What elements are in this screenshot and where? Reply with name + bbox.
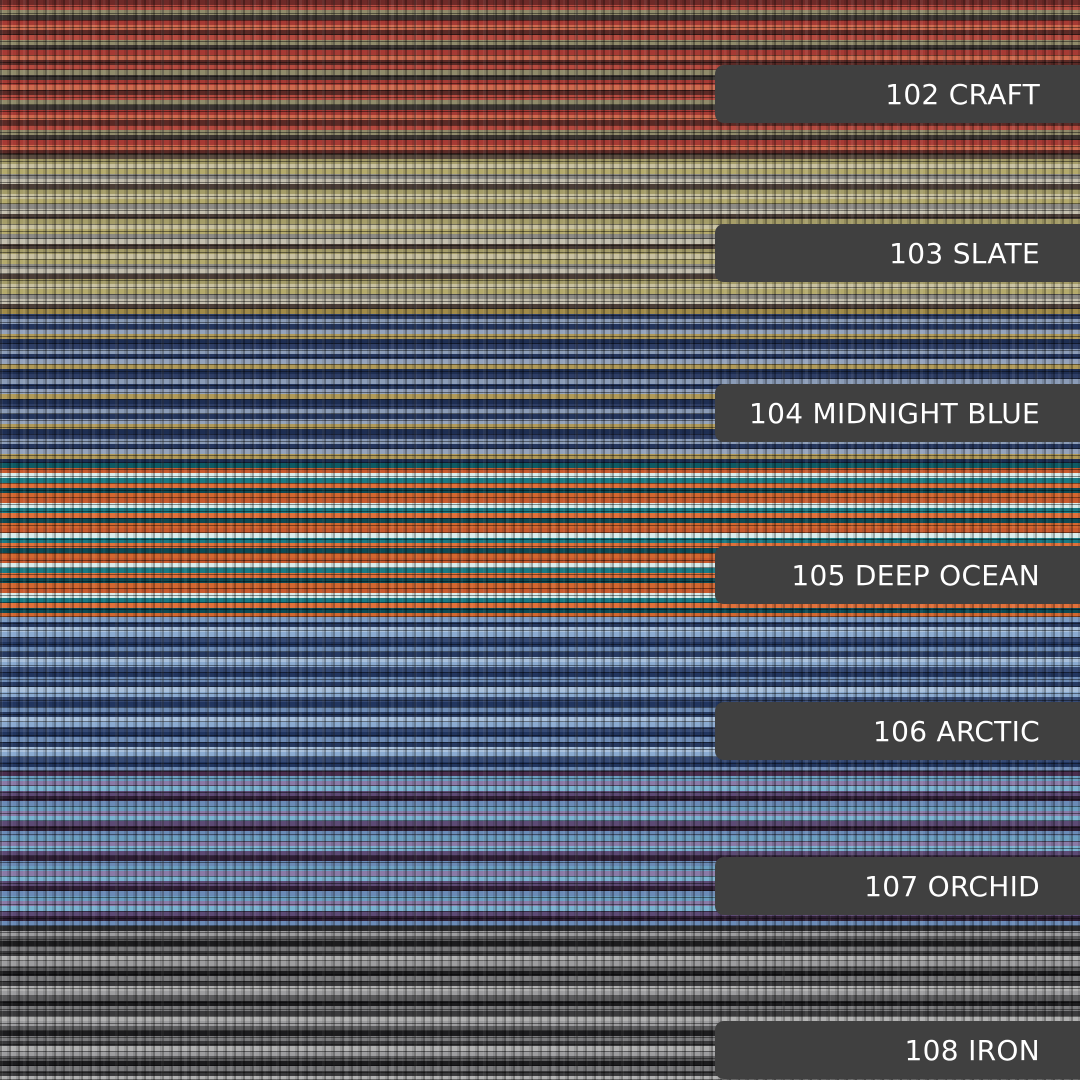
swatch-label-deep-ocean: 105 DEEP OCEAN bbox=[715, 546, 1080, 604]
swatch-label-arctic: 106 ARCTIC bbox=[715, 702, 1080, 760]
swatch-label-craft: 102 CRAFT bbox=[715, 65, 1080, 123]
swatch-deep-ocean bbox=[0, 462, 1080, 618]
swatch-label-slate: 103 SLATE bbox=[715, 224, 1080, 282]
swatch-label-midnight-blue: 104 MIDNIGHT BLUE bbox=[715, 384, 1080, 442]
swatch-label-orchid: 107 ORCHID bbox=[715, 857, 1080, 915]
swatch-label-iron: 108 IRON bbox=[715, 1021, 1080, 1079]
